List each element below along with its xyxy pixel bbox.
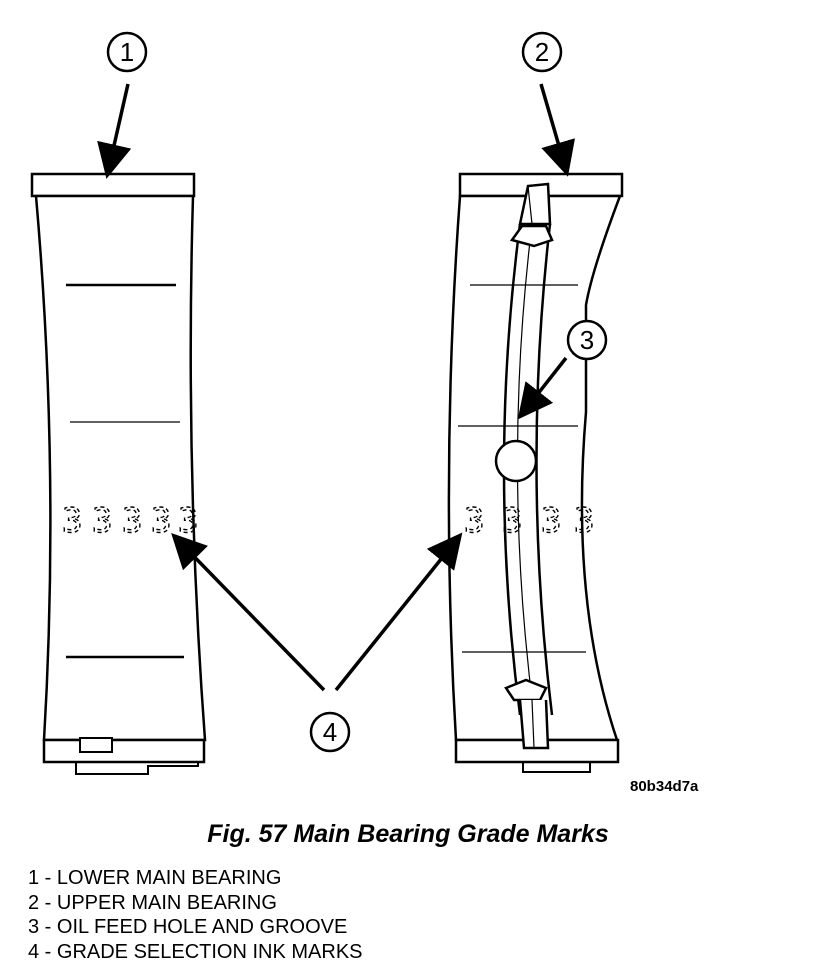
callout-4: 4 (171, 532, 463, 753)
figure-caption: Fig. 57 Main Bearing Grade Marks (207, 820, 609, 848)
ink-mark: 3 (122, 501, 142, 541)
lower-bearing-bottom-lip (42, 738, 206, 764)
ink-mark: 3 (541, 501, 561, 541)
callout-3: 3 (517, 319, 608, 420)
lower-bearing-top-lip (30, 172, 196, 198)
ink-mark: 3 (62, 501, 82, 541)
ink-mark: 3 (574, 501, 594, 541)
callout-1-label: 1 (120, 37, 134, 67)
ink-mark: 3 (92, 501, 112, 541)
upper-ink-marks: 3 3 3 3 (463, 500, 595, 541)
oil-feed-hole (494, 439, 538, 483)
legend-item: 1 - LOWER MAIN BEARING (28, 867, 282, 889)
callout-3-label: 3 (580, 325, 594, 355)
lower-ink-marks: 3 3 3 3 3 (61, 500, 199, 541)
lower-bearing-tab (79, 737, 113, 753)
legend-item: 4 - GRADE SELECTION INK MARKS (28, 940, 363, 963)
ink-mark: 3 (178, 501, 198, 541)
callout-2: 2 (521, 31, 575, 177)
ink-mark: 3 (502, 501, 522, 541)
legend-item: 2 - UPPER MAIN BEARING (28, 891, 277, 914)
bearing-diagram: 3 3 3 3 3 3 3 3 3 (30, 31, 624, 775)
ink-mark: 3 (464, 501, 484, 541)
lower-bearing-body (34, 194, 207, 742)
callout-1: 1 (97, 31, 148, 179)
reference-code: 80b34d7a (630, 778, 699, 795)
callout-2-label: 2 (535, 37, 549, 67)
ink-mark: 3 (151, 501, 171, 541)
callout-4-label: 4 (323, 717, 337, 747)
lower-main-bearing (30, 172, 207, 775)
legend: 1 - LOWER MAIN BEARING 2 - UPPER MAIN BE… (28, 866, 363, 964)
legend-item: 3 - OIL FEED HOLE AND GROOVE (28, 916, 348, 938)
